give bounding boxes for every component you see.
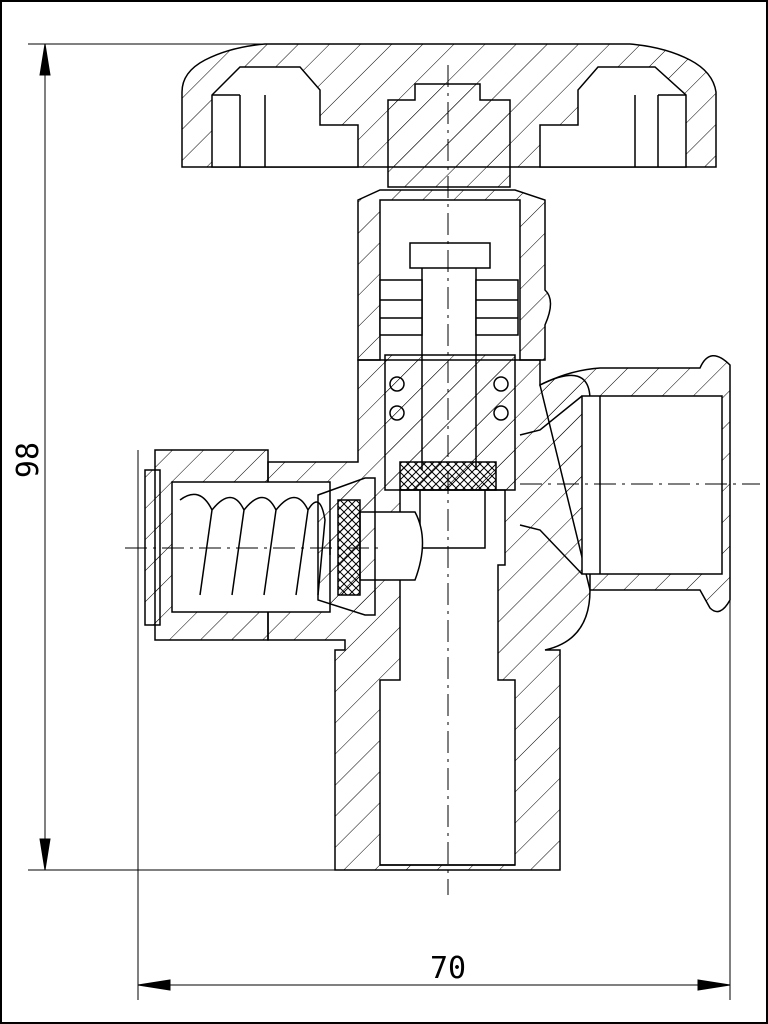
dimension-lines [28, 43, 731, 1000]
o-ring [389, 405, 405, 421]
width-dimension-label: 70 [430, 951, 466, 986]
bonnet [357, 189, 552, 361]
o-ring [493, 376, 509, 392]
o-ring [389, 376, 405, 392]
relief-valve [144, 449, 376, 641]
height-dimension-label: 98 [11, 442, 46, 478]
o-ring [493, 405, 509, 421]
center-lines [125, 65, 760, 895]
spring [179, 493, 326, 596]
